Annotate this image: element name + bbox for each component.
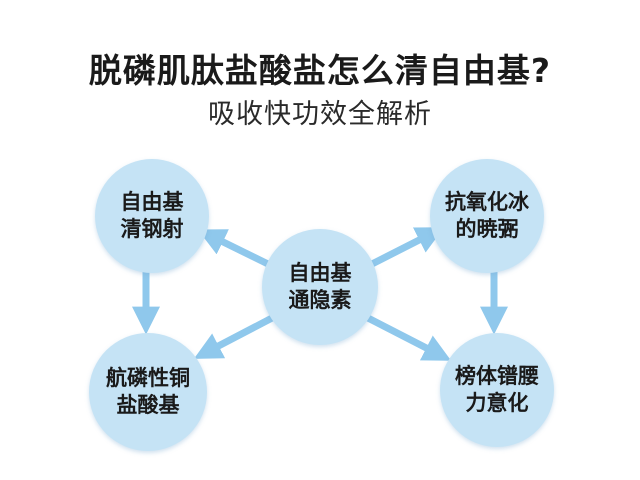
node-bottom-left-line2: 盐酸基 <box>116 393 180 417</box>
node-top-right-line2: 的暁弻 <box>455 217 519 241</box>
page-subtitle: 吸收快功效全解析 <box>208 99 432 130</box>
page-title: 脱磷肌肽盐酸盐怎么清自由基? <box>88 51 552 90</box>
node-center: 自由基 通隐素 <box>262 229 378 345</box>
node-top-right-line1: 抗氧化冰 <box>445 190 529 214</box>
arrow-center-to-top-left <box>197 229 272 269</box>
node-top-left-line2: 清钢射 <box>120 217 184 241</box>
arrow-center-to-bottom-left <box>193 314 274 359</box>
node-center-line1: 自由基 <box>288 261 352 285</box>
node-top-right: 抗氧化冰 的暁弻 <box>430 159 544 273</box>
node-bottom-left: 航磷性铜 盐酸基 <box>89 333 207 451</box>
node-bottom-right: 榜体镨腰 力意化 <box>440 333 554 447</box>
node-bottom-right-line2: 力意化 <box>465 391 529 415</box>
node-center-line2: 通隐素 <box>288 288 352 312</box>
arrow-center-to-bottom-right <box>366 314 452 361</box>
node-top-left: 自由基 清钢射 <box>95 159 209 273</box>
arrow-center-to-top-right <box>368 227 445 269</box>
node-bottom-left-line1: 航磷性铜 <box>106 366 190 390</box>
node-bottom-right-line1: 榜体镨腰 <box>455 364 539 388</box>
node-top-left-line1: 自由基 <box>120 190 184 214</box>
